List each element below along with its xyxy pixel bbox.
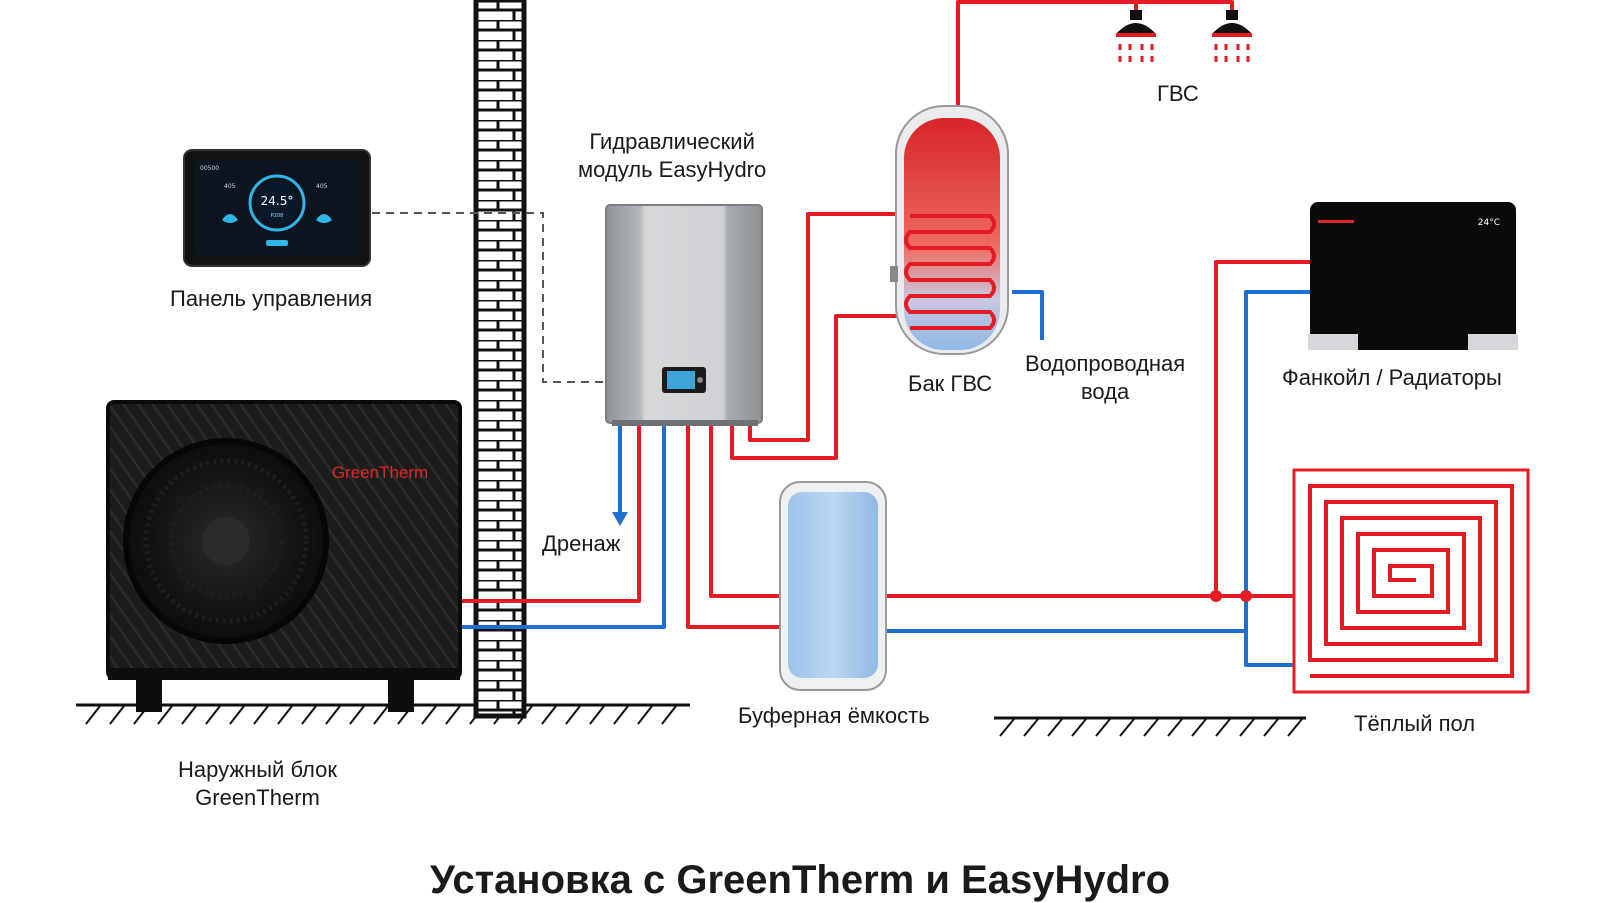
fancoil-label: Фанкойл / Радиаторы xyxy=(1282,365,1502,390)
page-title: Установка с GreenTherm и EasyHydro xyxy=(429,858,1171,902)
panel-mode: P208 xyxy=(271,213,284,219)
panel-dial xyxy=(248,174,306,232)
dhw-coil-supply xyxy=(748,212,902,442)
panel-right-value: 405 xyxy=(316,183,328,190)
brick-wall xyxy=(473,0,527,719)
fancoil xyxy=(1308,202,1518,350)
dhw-coil xyxy=(904,214,996,330)
supply-pipe-outdoor xyxy=(462,426,641,603)
hydro-module-label-line1: Гидравлический xyxy=(589,129,755,154)
drain-label: Дренаж xyxy=(542,531,621,556)
underfloor-label: Тёплый пол xyxy=(1354,711,1476,736)
control-panel-label: Панель управления xyxy=(170,286,373,311)
panel-temperature: 24.5° xyxy=(261,194,294,208)
drain-arrow-icon xyxy=(612,512,628,526)
tap-water-label: Водопроводная вода xyxy=(1025,350,1185,406)
dhw-hot-out xyxy=(956,0,1234,110)
panel-top-left: 00500 xyxy=(200,165,219,172)
tap-water-label-line2: вода xyxy=(1080,379,1130,404)
dhw-tank-label: Бак ГВС xyxy=(908,371,993,396)
fancoil-display: 24°C xyxy=(1478,218,1500,228)
tap-water-label-line1: Водопроводная xyxy=(1025,351,1186,376)
shower-icon xyxy=(1212,10,1252,62)
outdoor-unit-label-line1: Наружный блок xyxy=(178,757,337,782)
panel-fan-icon xyxy=(316,214,332,223)
shower-icon xyxy=(1116,10,1156,62)
hydro-module xyxy=(605,204,763,426)
brand-logo: GreenTherm xyxy=(332,463,428,482)
pipe-junction xyxy=(1210,590,1222,602)
tap-water-pipe xyxy=(1012,290,1044,340)
fancoil-return xyxy=(1244,290,1310,631)
underfloor-loop xyxy=(1308,484,1514,678)
fancoil-supply xyxy=(1214,260,1310,596)
panel-fan-icon xyxy=(222,214,238,223)
return-pipe-outdoor xyxy=(462,426,666,629)
ground-left xyxy=(76,703,690,725)
outdoor-unit-label: Наружный блок GreenTherm xyxy=(178,756,337,812)
dhw-label: ГВС xyxy=(1157,81,1199,106)
dhw-coil-return xyxy=(730,314,902,460)
buffer-tank xyxy=(779,481,887,691)
buffer-return-pipe xyxy=(686,426,780,629)
panel-left-value: 405 xyxy=(224,183,236,190)
buffer-tank-label: Буферная ёмкость xyxy=(738,703,930,728)
underfloor-heating xyxy=(1292,468,1530,694)
hydro-module-label: Гидравлический модуль EasyHydro xyxy=(578,128,766,184)
buffer-supply-pipe xyxy=(709,426,780,598)
outdoor-unit-label-line2: GreenTherm xyxy=(195,785,320,810)
ground-right xyxy=(994,716,1306,737)
control-cable xyxy=(372,212,606,383)
hydro-module-label-line2: модуль EasyHydro xyxy=(578,157,767,182)
outdoor-unit xyxy=(106,400,462,712)
consumer-return xyxy=(886,629,1308,667)
control-panel xyxy=(183,149,371,267)
pipe-junction xyxy=(1240,590,1252,602)
